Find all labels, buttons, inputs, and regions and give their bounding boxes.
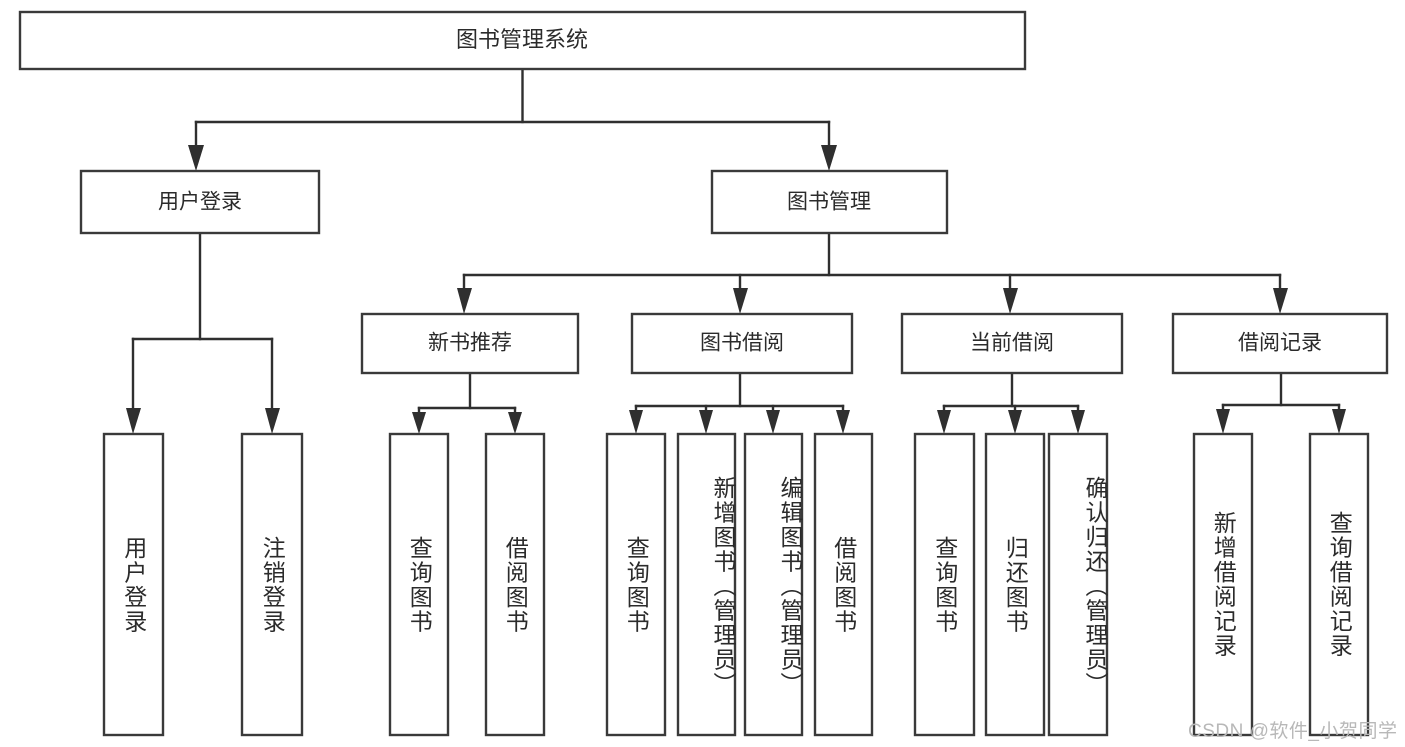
arrow-current-borrow-to-return-book xyxy=(1008,410,1022,434)
arrow-book-borrow-to-query-book xyxy=(629,410,643,434)
edge-group-user-login-to-leaves xyxy=(126,231,280,434)
arrow-current-borrow-to-confirm-return xyxy=(1071,410,1085,434)
arrow-borrow-record-to-add-record xyxy=(1216,409,1230,434)
leaf-box-confirm-return-admin[interactable] xyxy=(1047,432,1109,737)
arrow-book-manage-to-new-book-recommend xyxy=(457,288,472,314)
edge-group-current-borrow-to-leaves xyxy=(937,371,1085,434)
leaf-box-add-borrow-record[interactable] xyxy=(1192,432,1254,737)
leaf-box-borrow-book[interactable] xyxy=(813,432,874,737)
node-new-book-recommend[interactable]: 新书推荐 xyxy=(360,312,580,375)
edge-group-borrow-record-to-leaves xyxy=(1216,371,1346,434)
csdn-watermark: CSDN @软件_小贺同学 xyxy=(1188,721,1398,742)
arrow-root-to-book-manage xyxy=(821,145,837,171)
edge-group-root-to-level2 xyxy=(188,67,837,171)
node-user-login[interactable]: 用户登录 xyxy=(79,169,321,235)
leaf-box-query-borrow-record[interactable] xyxy=(1308,432,1370,737)
arrow-book-manage-to-current-borrow xyxy=(1003,288,1018,314)
arrow-book-manage-to-borrow-record xyxy=(1273,288,1288,314)
leaf-box-logout-login[interactable] xyxy=(240,432,304,737)
node-borrow-record-box[interactable] xyxy=(1171,312,1389,375)
arrow-new-book-recommend-to-borrow-book xyxy=(508,412,522,434)
node-root-box[interactable] xyxy=(18,10,1027,71)
leaf-box-add-book-admin[interactable] xyxy=(676,432,737,737)
node-new-book-recommend-label: 新书推荐 xyxy=(428,332,512,355)
leaf-boxes xyxy=(102,432,1370,737)
node-book-manage-label: 图书管理 xyxy=(787,191,871,214)
node-book-borrow[interactable]: 图书借阅 xyxy=(630,312,854,375)
arrow-user-login-to-leaf-logout-login xyxy=(265,408,280,434)
arrow-book-borrow-to-edit-book xyxy=(766,410,780,434)
node-book-borrow-box[interactable] xyxy=(630,312,854,375)
leaf-box-user-login[interactable] xyxy=(102,432,165,737)
leaf-box-query-book-recommend[interactable] xyxy=(388,432,450,737)
edge-group-book-manage-to-level3 xyxy=(457,231,1288,314)
node-root[interactable]: 图书管理系统 xyxy=(18,10,1027,71)
node-current-borrow[interactable]: 当前借阅 xyxy=(900,312,1124,375)
node-user-login-label: 用户登录 xyxy=(158,191,242,214)
node-current-borrow-box[interactable] xyxy=(900,312,1124,375)
arrow-book-borrow-to-borrow-book xyxy=(836,410,850,434)
node-book-manage[interactable]: 图书管理 xyxy=(710,169,949,235)
node-borrow-record[interactable]: 借阅记录 xyxy=(1171,312,1389,375)
edge-group-new-book-recommend-to-leaves xyxy=(412,371,522,434)
arrow-borrow-record-to-query-record xyxy=(1332,409,1346,434)
node-book-manage-box[interactable] xyxy=(710,169,949,235)
arrow-book-manage-to-book-borrow xyxy=(733,288,748,314)
leaf-box-return-book[interactable] xyxy=(984,432,1046,737)
leaf-box-query-book-current[interactable] xyxy=(913,432,976,737)
node-borrow-record-label: 借阅记录 xyxy=(1238,332,1322,355)
node-book-borrow-label: 图书借阅 xyxy=(700,332,784,355)
arrow-book-borrow-to-add-book xyxy=(699,410,713,434)
node-user-login-box[interactable] xyxy=(79,169,321,235)
edge-group-book-borrow-to-leaves xyxy=(629,371,850,434)
arrow-current-borrow-to-query-book xyxy=(937,410,951,434)
arrow-new-book-recommend-to-query-book xyxy=(412,412,426,434)
leaf-box-query-book-borrow[interactable] xyxy=(605,432,667,737)
arrow-root-to-user-login xyxy=(188,145,204,171)
node-new-book-recommend-box[interactable] xyxy=(360,312,580,375)
leaf-box-edit-book-admin[interactable] xyxy=(743,432,804,737)
arrow-user-login-to-leaf-user-login xyxy=(126,408,141,434)
node-root-label: 图书管理系统 xyxy=(456,27,588,52)
leaf-box-borrow-book-recommend[interactable] xyxy=(484,432,546,737)
node-current-borrow-label: 当前借阅 xyxy=(970,332,1054,355)
